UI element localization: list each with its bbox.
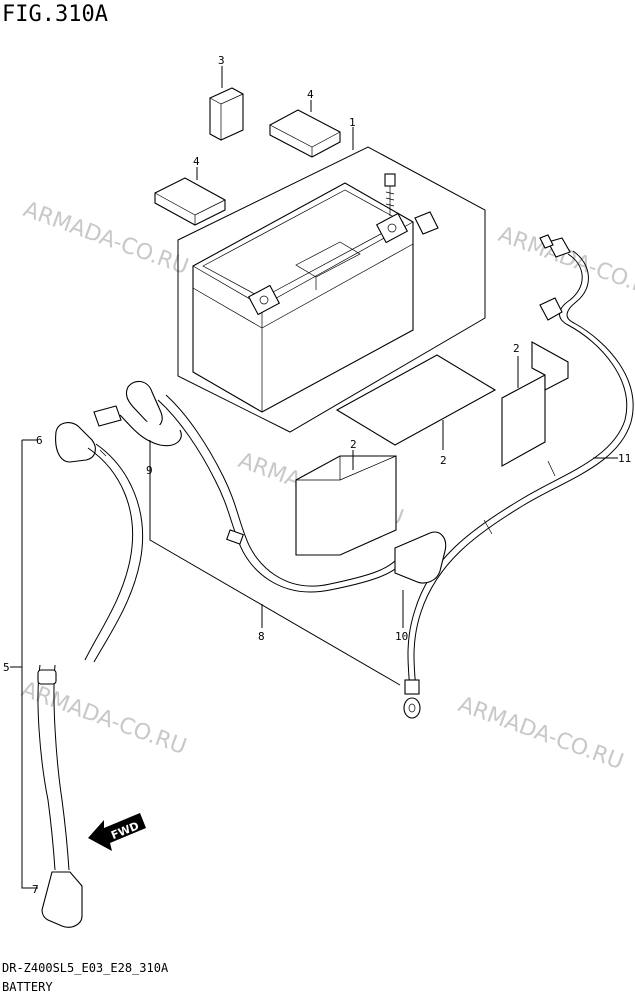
callout-11: 11 [618,452,631,465]
callout-2: 2 [513,342,520,355]
spare-block-part [209,87,244,141]
battery-pad-bracket-right [501,341,569,467]
battery [192,182,414,413]
figure-name: BATTERY [2,980,53,994]
callout-10: 10 [395,630,408,643]
terminal-bolt [384,173,439,235]
callout-4: 4 [193,155,200,168]
callout-2: 2 [440,454,447,467]
pad-part-lower [154,177,226,226]
watermark: ARMADA-CO.RU [495,222,635,305]
starter-cable-5 [37,422,144,928]
watermark: ARMADA-CO.RU [455,692,627,775]
battery-group-frame [177,146,486,433]
callout-6: 6 [36,434,43,447]
callout-7: 7 [32,883,39,896]
callout-3: 3 [218,54,225,67]
battery-pad-sheet [335,354,497,446]
battery-pad-bracket-center [295,455,397,556]
watermark: ARMADA-CO.RU [18,677,190,760]
callout-5: 5 [3,661,10,674]
lead-wire-8 [93,380,447,593]
forward-label: FWD [109,819,141,842]
figure-title: FIG.310A [2,2,108,27]
figure-code: DR-Z400SL5_E03_E28_310A [2,961,169,975]
forward-direction-arrow: FWD [88,813,146,851]
callout-2: 2 [350,438,357,451]
callout-4: 4 [307,88,314,101]
callout-8: 8 [258,630,265,643]
pad-part-upper [269,109,341,158]
callout-1: 1 [349,116,356,129]
callout-9: 9 [146,464,153,477]
leader-lines [10,66,618,889]
lead-wire-11 [403,234,634,719]
